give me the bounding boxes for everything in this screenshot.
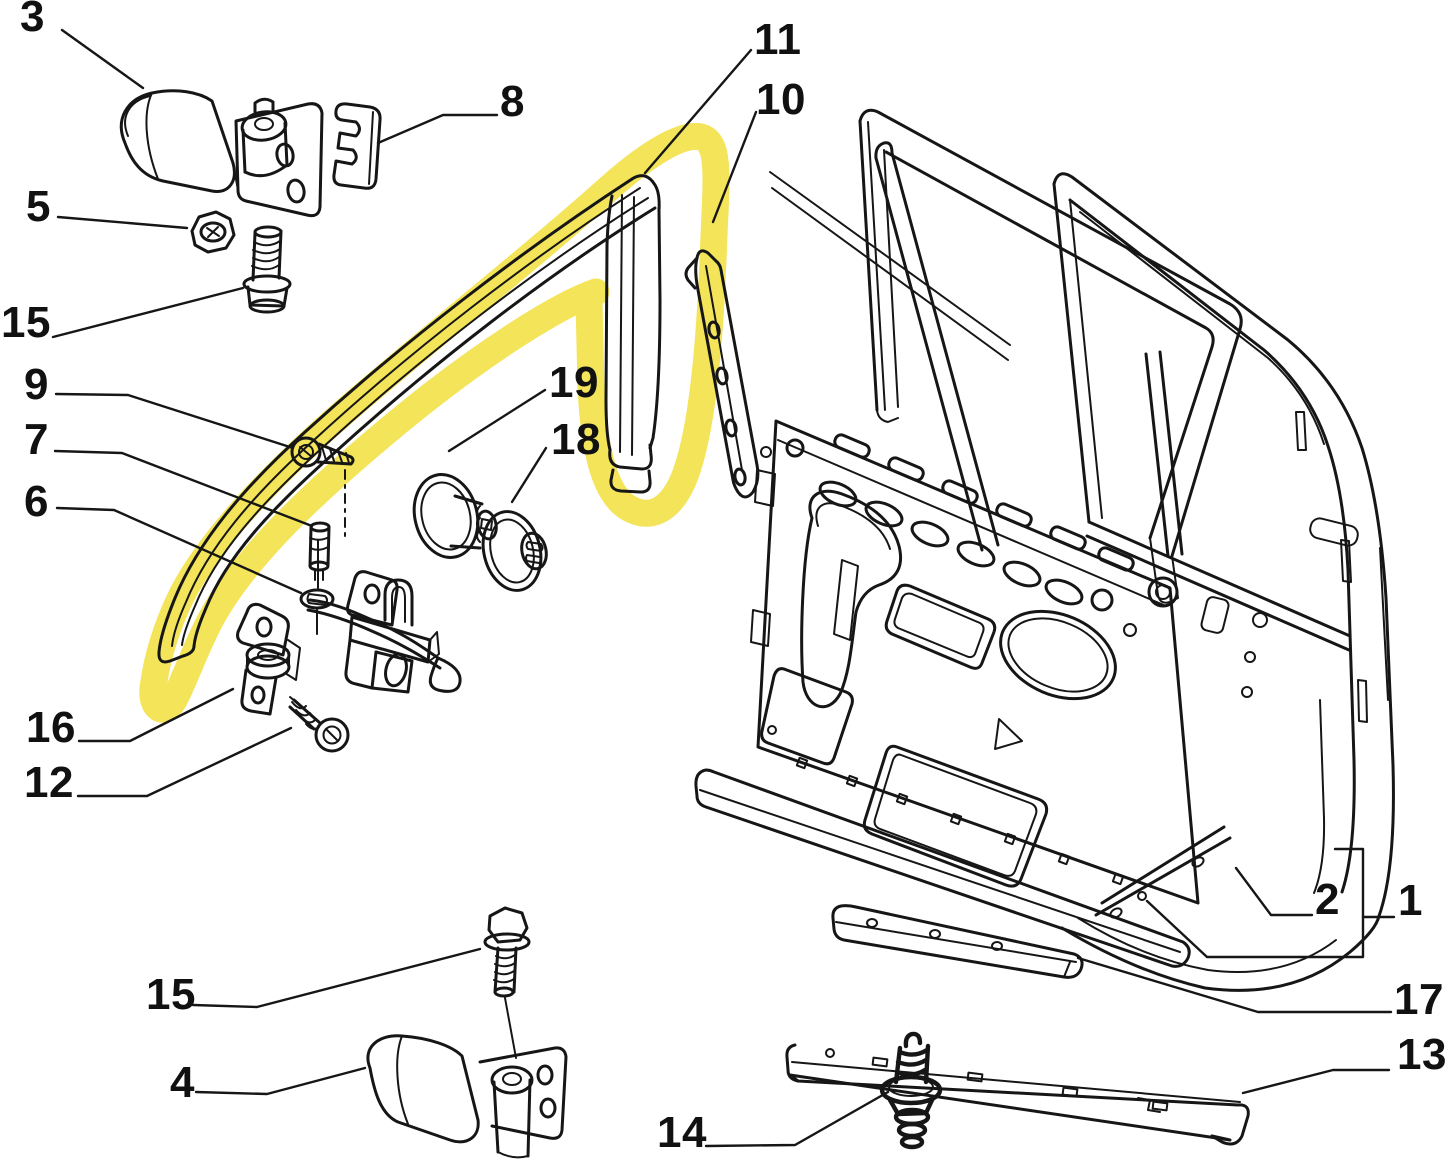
callout-15-top: 15 [1, 298, 51, 347]
door-assembly [750, 108, 1395, 992]
callout-16: 16 [26, 703, 76, 752]
callout-9: 9 [24, 360, 49, 409]
callout-11: 11 [754, 15, 802, 64]
callout-19: 19 [549, 358, 599, 407]
leader-lines [51, 28, 1393, 1148]
callout-2: 2 [1315, 875, 1340, 924]
hex-nut [190, 210, 236, 254]
callout-18: 18 [551, 415, 601, 464]
grommet-19 [412, 473, 498, 559]
waist-strip [694, 768, 1191, 968]
callout-5: 5 [26, 182, 51, 231]
window-seal [157, 174, 662, 664]
callout-3: 3 [20, 0, 45, 41]
pin-7 [308, 521, 331, 589]
callout-1-bracket [1145, 847, 1396, 959]
callout-12: 12 [24, 758, 74, 807]
callout-1: 1 [1398, 876, 1423, 925]
callout-15-bottom: 15 [146, 970, 196, 1019]
hinge-bracket-16 [236, 602, 301, 716]
callout-6: 6 [24, 477, 49, 526]
door-check-strap [299, 570, 462, 694]
upper-hinge [119, 89, 324, 218]
clip-14 [879, 1031, 943, 1150]
slotted-strip-10 [684, 249, 760, 499]
retainer-plate [332, 102, 382, 190]
callout-13: 13 [1397, 1030, 1445, 1079]
callout-8: 8 [500, 77, 525, 126]
callout-10: 10 [756, 75, 806, 124]
sill-rail-13 [785, 1043, 1250, 1146]
screw-12 [288, 696, 350, 753]
screw-9 [290, 436, 355, 541]
callout-7: 7 [24, 415, 49, 464]
sill-rail-17 [831, 904, 1084, 979]
hinge-bolt-upper [242, 225, 292, 314]
callout-14: 14 [657, 1108, 707, 1157]
hinge-bolt-lower [483, 906, 531, 1059]
callout-4: 4 [170, 1058, 195, 1107]
callout-17: 17 [1394, 975, 1444, 1024]
lower-hinge [366, 1034, 568, 1159]
grommet-18 [481, 510, 548, 592]
